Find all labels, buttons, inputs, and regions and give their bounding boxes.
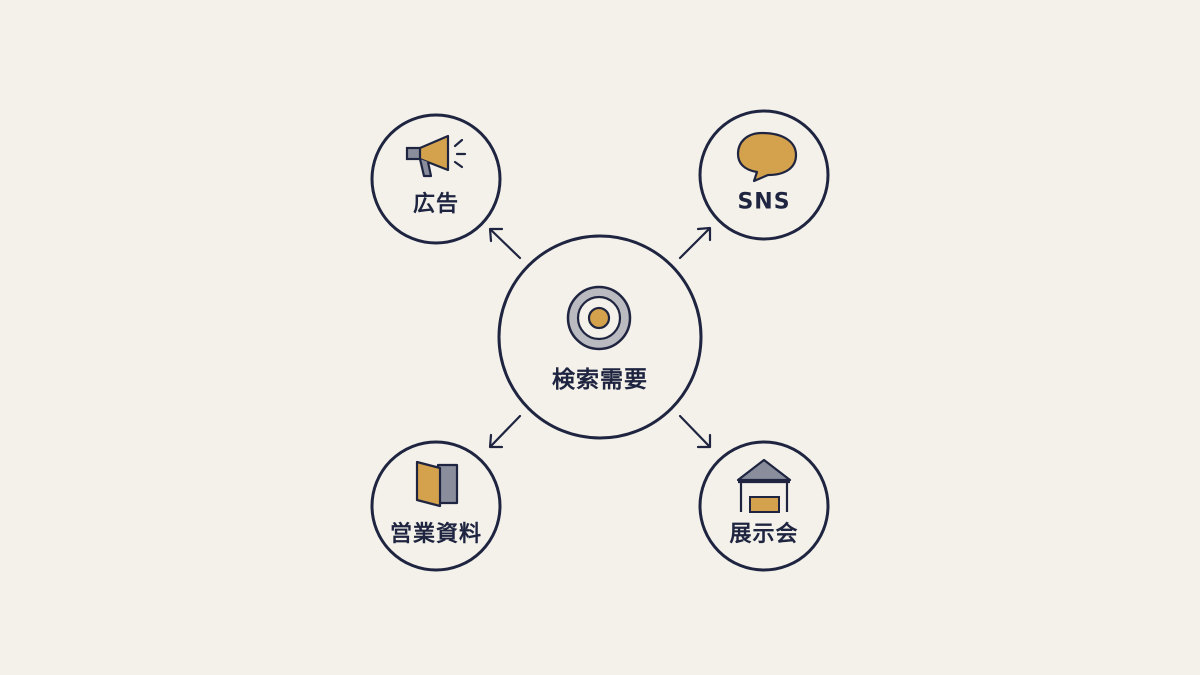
- center-circle: [497, 234, 703, 440]
- node-sns: [698, 109, 830, 241]
- node-expo-label: 展示会: [729, 522, 799, 547]
- signal-target-icon: [566, 285, 632, 351]
- node-expo: [698, 440, 830, 572]
- node-sns-circle: [698, 109, 830, 241]
- center-label: 検索需要: [552, 367, 648, 393]
- node-ad-label: 広告: [412, 192, 460, 217]
- megaphone-icon: [405, 134, 467, 178]
- node-sales-circle: [370, 440, 502, 572]
- node-expo-circle: [698, 440, 830, 572]
- node-sales: [370, 440, 502, 572]
- node-ad-circle: [370, 113, 502, 245]
- folder-document-icon: [415, 460, 459, 508]
- exhibition-tent-icon: [736, 458, 792, 513]
- arrow-to-ad: [488, 227, 522, 260]
- center-node: [497, 234, 703, 440]
- node-sns-label: SNS: [737, 189, 791, 215]
- arrow-to-expo: [678, 414, 712, 449]
- speech-bubble-icon: [736, 131, 798, 183]
- node-ad: [370, 113, 502, 245]
- arrow-to-sales: [488, 414, 522, 449]
- node-sales-label: 営業資料: [389, 522, 483, 547]
- arrow-to-sns: [678, 226, 712, 260]
